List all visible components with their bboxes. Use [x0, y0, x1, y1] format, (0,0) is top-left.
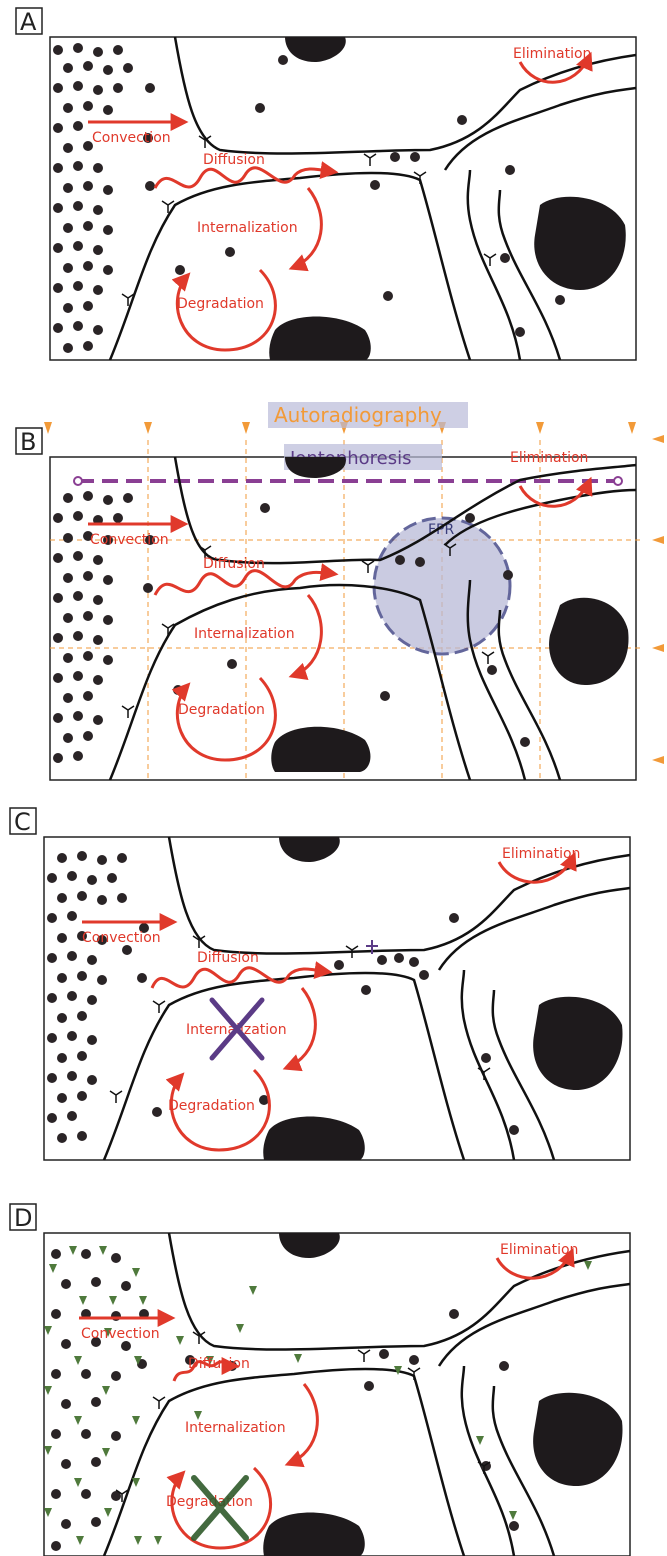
autoradiography-label: Autoradiography: [274, 403, 442, 427]
internalization-label: Internalization: [185, 1420, 286, 1436]
panel-letter: D: [14, 1204, 32, 1232]
nucleus: [549, 598, 628, 685]
convection-label: Convection: [81, 1326, 160, 1342]
panel-frame: [44, 1233, 630, 1556]
fpr-region: [374, 518, 510, 654]
diffusion-label: Diffusion: [203, 556, 265, 572]
degradation-label: Degradation: [168, 1098, 255, 1114]
panel-d: D: [10, 1204, 630, 1556]
diffusion-label: Diffusion: [203, 152, 265, 168]
internalization-label: Internalization: [194, 626, 295, 642]
panel-c: C: [10, 808, 630, 1160]
convection-label: Convection: [82, 930, 161, 946]
panel-letter-box: D: [10, 1204, 36, 1232]
elimination-label: Elimination: [510, 450, 588, 466]
elimination-label: Elimination: [513, 46, 591, 62]
panel-letter-box: A: [16, 8, 42, 36]
internalization-label: Internalization: [197, 220, 298, 236]
panel-letter-box: B: [16, 428, 42, 456]
panel-letter: C: [14, 808, 31, 836]
fpr-label: FPR: [428, 522, 454, 538]
convection-label: Convection: [92, 130, 171, 146]
elimination-label: Elimination: [500, 1242, 578, 1258]
panel-letter: B: [20, 428, 36, 456]
panel-b: B Autoradiography Iontophoresis: [16, 402, 664, 780]
degradation-label: Degradation: [178, 702, 265, 718]
diffusion-label: Diffusion: [197, 950, 259, 966]
diffusion-label: Diffusion: [188, 1356, 250, 1372]
panel-frame: [44, 837, 630, 1160]
degradation-label: Degradation: [177, 296, 264, 312]
panel-letter: A: [20, 8, 37, 36]
elimination-label: Elimination: [502, 846, 580, 862]
panel-a: A: [16, 8, 636, 360]
convection-label: Convection: [90, 532, 169, 548]
panel-letter-box: C: [10, 808, 36, 836]
panel-frame: [50, 37, 636, 360]
